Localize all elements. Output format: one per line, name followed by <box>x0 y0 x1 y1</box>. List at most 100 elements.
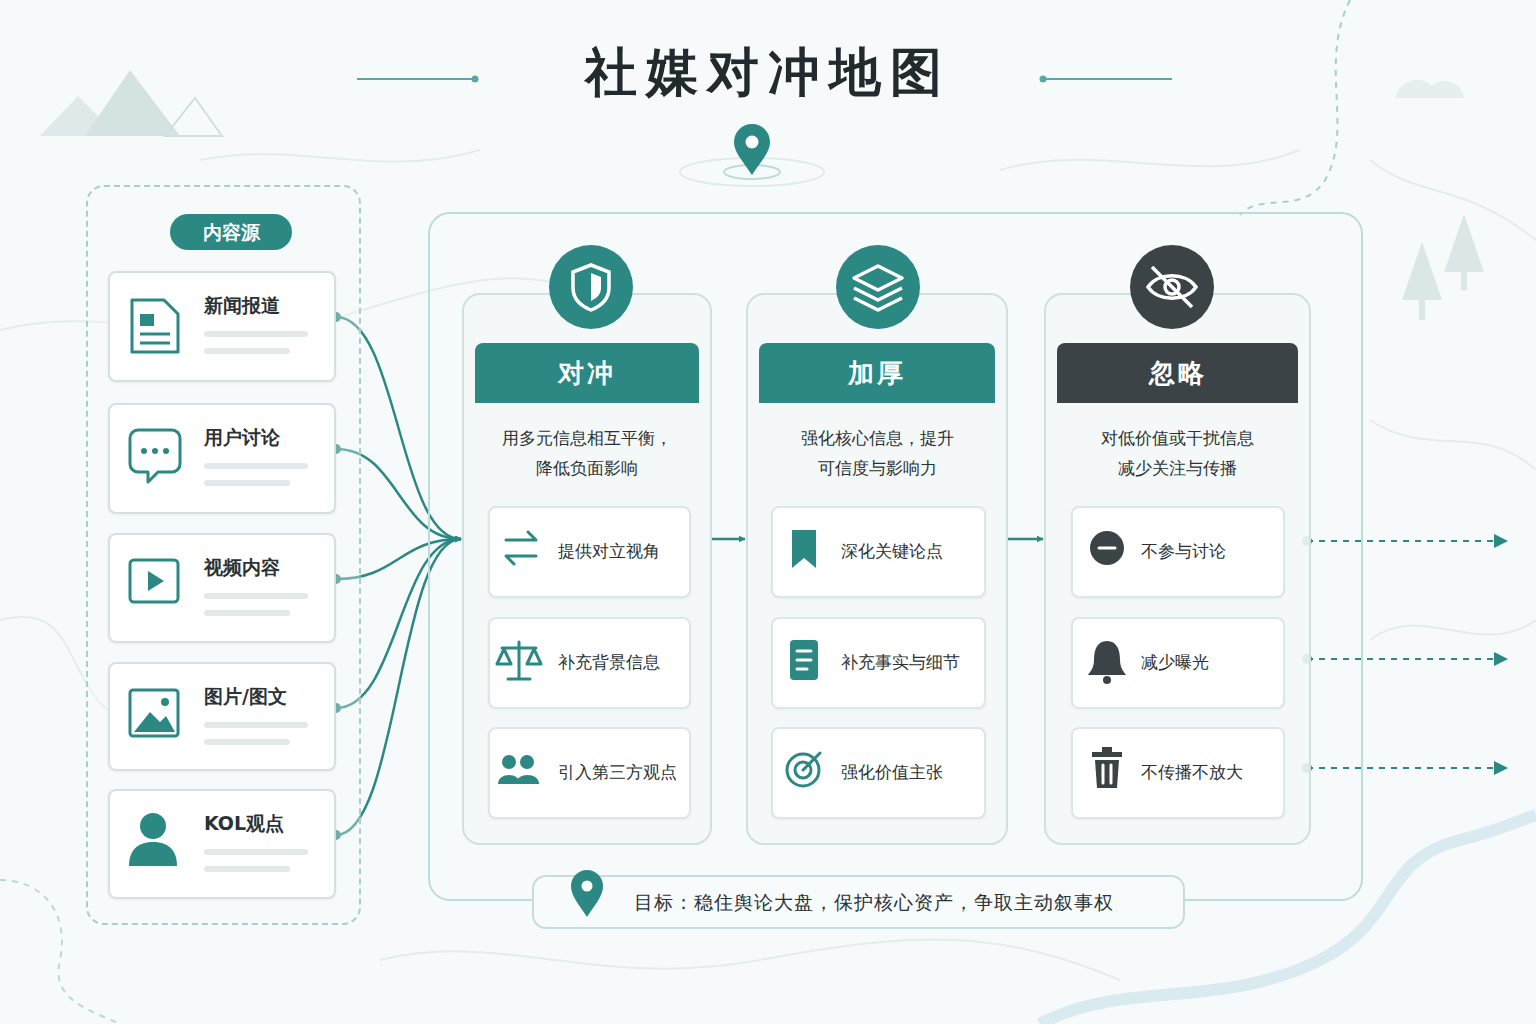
target-dart <box>803 753 820 770</box>
action-label: 强化价值主张 <box>841 761 980 784</box>
outgoing-heads <box>1302 534 1508 775</box>
chat-dots <box>129 448 177 866</box>
action-label: 不传播不放大 <box>1141 761 1279 784</box>
mountain <box>165 98 222 136</box>
scale-pans <box>497 649 541 664</box>
image-icon <box>130 690 178 736</box>
connector <box>1008 538 1043 541</box>
column-header: 加厚 <box>759 343 995 403</box>
icon-details <box>797 548 1115 783</box>
document-icon-line <box>140 333 170 336</box>
image-mountain <box>134 712 175 732</box>
bin-slot <box>1110 765 1113 783</box>
header-circle <box>1130 245 1214 329</box>
title-rule <box>357 78 475 80</box>
source-label: KOL观点 <box>204 811 330 837</box>
dashed-arrow <box>1307 767 1498 769</box>
layer <box>854 288 902 300</box>
dot <box>141 448 147 454</box>
layers-icon <box>854 266 902 310</box>
document-icon-line <box>140 342 170 345</box>
tree <box>1444 214 1484 272</box>
diagram-title: 社媒对冲地图 <box>0 38 1536 108</box>
minus <box>1099 547 1115 550</box>
mountain <box>85 70 180 136</box>
connector <box>712 538 745 541</box>
map-line <box>1370 620 1536 640</box>
action-label: 深化关键论点 <box>841 540 980 563</box>
action-label: 引入第三方观点 <box>558 761 685 784</box>
title-pin-hole <box>746 136 759 149</box>
map-lines <box>0 150 1536 980</box>
placeholder-bar <box>204 348 290 354</box>
person-body <box>129 842 177 866</box>
source-label: 用户讨论 <box>204 425 330 451</box>
placeholder-bar <box>204 593 308 599</box>
column-header: 对冲 <box>475 343 699 403</box>
strategy-column: 对冲用多元信息相互平衡， 降低负面影响提供对立视角补充背景信息引入第三方观点 <box>462 293 712 845</box>
action-box: 提供对立视角 <box>488 506 691 598</box>
action-label: 不参与讨论 <box>1141 540 1279 563</box>
dashed-arrow <box>1307 540 1498 542</box>
source-label: 视频内容 <box>204 555 330 581</box>
action-box: 不传播不放大 <box>1071 727 1285 819</box>
chat-icon <box>130 430 180 482</box>
image-sun <box>161 698 169 706</box>
dashed-route <box>1240 0 1350 215</box>
person-head <box>140 813 166 839</box>
item-icons-filled <box>498 530 1126 917</box>
layer <box>854 298 902 310</box>
action-label: 补充背景信息 <box>558 651 685 674</box>
action-box: 引入第三方观点 <box>488 727 691 819</box>
action-box: 深化关键论点 <box>771 506 986 598</box>
pupil <box>1165 280 1179 294</box>
strategy-panel: 目标：稳住舆论大盘，保护核心资产，争取主动叙事权对冲用多元信息相互平衡， 降低负… <box>428 212 1363 901</box>
tree-trunk <box>1461 270 1467 290</box>
title-rule-dot <box>1040 76 1047 83</box>
bin-lid <box>1092 752 1122 757</box>
bookmark-icon <box>792 530 816 568</box>
title-rule <box>1043 78 1172 80</box>
action-label: 减少曝光 <box>1141 651 1279 674</box>
layer <box>854 266 902 290</box>
target-arc <box>788 654 816 668</box>
bell-icon <box>1088 641 1126 675</box>
swap-arrow <box>506 556 536 564</box>
column-description: 强化核心信息，提升 可信度与影响力 <box>762 423 992 483</box>
arrowhead <box>1494 534 1508 548</box>
eye-off-icon <box>1148 267 1196 307</box>
people-head <box>502 755 516 769</box>
target-ring <box>795 762 811 778</box>
placeholder-bar <box>204 610 290 616</box>
trees <box>1402 214 1484 320</box>
slash <box>1152 267 1192 307</box>
shield-icon-half <box>591 273 601 301</box>
placeholder-bar <box>204 849 308 855</box>
eye <box>1148 276 1196 299</box>
header-circle <box>549 245 633 329</box>
goal-pin <box>571 870 603 917</box>
minus-circle <box>1090 531 1124 565</box>
shield-icon <box>573 265 609 310</box>
source-card: 图片/图文 <box>108 662 336 771</box>
source-group: 内容源新闻报道用户讨论视频内容图片/图文 KOL观点 <box>86 185 361 925</box>
column-description: 对低价值或干扰信息 减少关注与传播 <box>1060 423 1295 483</box>
placeholder-bar <box>204 739 290 745</box>
map-line <box>1000 150 1300 170</box>
arrowhead <box>1494 652 1508 666</box>
group-label: 内容源 <box>170 214 292 250</box>
placeholder-bar <box>204 722 308 728</box>
column-header: 忽略 <box>1057 343 1298 403</box>
source-label: 图片/图文 <box>204 684 330 710</box>
map-line <box>200 150 480 162</box>
doc-line <box>797 650 811 653</box>
source-card: 新闻报道 <box>108 271 336 382</box>
tree <box>1402 242 1442 300</box>
header-circle <box>836 245 920 329</box>
video-play <box>148 571 164 591</box>
action-label: 提供对立视角 <box>558 540 685 563</box>
people-body <box>498 775 520 784</box>
column-description: 用多元信息相互平衡， 降低负面影响 <box>478 423 696 483</box>
